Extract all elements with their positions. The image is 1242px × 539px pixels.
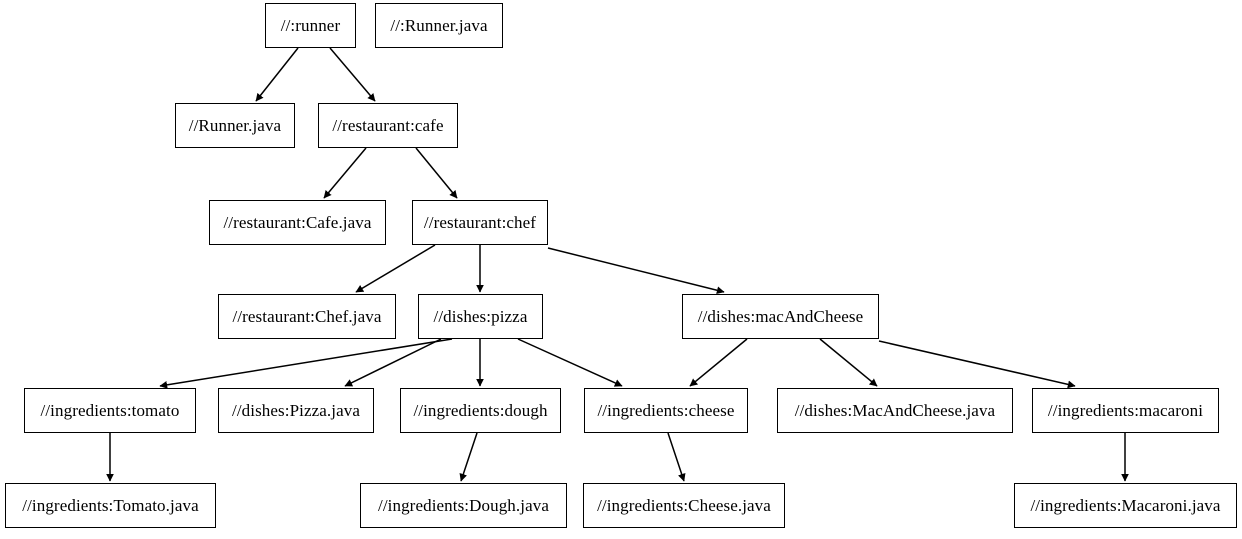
graph-node-label: //:runner [280,16,341,35]
graph-node-label: //:Runner.java [390,16,488,35]
graph-edge-restaurant_cafe-to-cafe_java [323,147,367,199]
graph-node-label: //restaurant:chef [423,213,537,232]
graph-node-cheese_java[interactable]: //ingredients:Cheese.java [583,483,785,528]
graph-edge-runner-to-runner_java [255,47,299,102]
graph-node-label: //dishes:Pizza.java [232,401,360,420]
graph-node-cafe_java[interactable]: //restaurant:Cafe.java [209,200,386,245]
graph-node-label: //dishes:macAndCheese [697,307,864,326]
graph-edge-dishes_mac-to-mac_java [819,338,878,387]
graph-node-label: //ingredients:Macaroni.java [1030,496,1221,515]
graph-node-label: //dishes:MacAndCheese.java [794,401,996,420]
graph-edge-dishes_pizza-to-ing_tomato [159,338,453,389]
edge-group [106,47,1129,482]
graph-node-runner[interactable]: //:runner [265,3,356,48]
graph-node-label: //ingredients:Tomato.java [22,496,199,515]
graph-edge-dishes_mac-to-ing_cheese [689,338,748,387]
graph-node-label: //ingredients:Cheese.java [597,496,771,515]
graph-node-ing_macaroni[interactable]: //ingredients:macaroni [1032,388,1219,433]
graph-node-macaroni_java[interactable]: //ingredients:Macaroni.java [1014,483,1237,528]
graph-node-label: //ingredients:dough [413,401,548,420]
graph-edge-dishes_pizza-to-pizza_java [344,338,442,387]
graph-edge-restaurant_chef-to-dishes_mac [547,247,725,295]
graph-node-label: //ingredients:tomato [40,401,180,420]
graph-edge-dishes_mac-to-ing_macaroni [878,340,1076,389]
graph-node-label: //ingredients:macaroni [1047,401,1204,420]
graph-node-ing_cheese[interactable]: //ingredients:cheese [584,388,748,433]
graph-node-dishes_mac[interactable]: //dishes:macAndCheese [682,294,879,339]
graph-node-label: //ingredients:cheese [597,401,735,420]
graph-node-ing_tomato[interactable]: //ingredients:tomato [24,388,196,433]
graph-node-label: //restaurant:Cafe.java [223,213,372,232]
graph-edge-runner-to-restaurant_cafe [329,47,376,102]
graph-node-runner_java[interactable]: //Runner.java [175,103,295,148]
graph-node-restaurant_cafe[interactable]: //restaurant:cafe [318,103,458,148]
graph-node-root_runner_java[interactable]: //:Runner.java [375,3,503,48]
graph-node-dishes_pizza[interactable]: //dishes:pizza [418,294,543,339]
graph-edge-ing_dough-to-dough_java [459,432,478,482]
graph-node-label: //restaurant:cafe [332,116,444,135]
graph-node-label: //dishes:pizza [433,307,528,326]
graph-node-restaurant_chef[interactable]: //restaurant:chef [412,200,548,245]
graph-node-chef_java[interactable]: //restaurant:Chef.java [218,294,396,339]
graph-node-label: //Runner.java [188,116,282,135]
graph-edge-ing_cheese-to-cheese_java [667,432,686,482]
graph-node-dough_java[interactable]: //ingredients:Dough.java [360,483,567,528]
graph-node-tomato_java[interactable]: //ingredients:Tomato.java [5,483,216,528]
graph-edge-restaurant_cafe-to-restaurant_chef [415,147,458,199]
graph-node-label: //restaurant:Chef.java [232,307,382,326]
graph-edge-dishes_pizza-to-ing_cheese [517,338,623,387]
graph-node-mac_java[interactable]: //dishes:MacAndCheese.java [777,388,1013,433]
graph-node-ing_dough[interactable]: //ingredients:dough [400,388,561,433]
graph-node-label: //ingredients:Dough.java [378,496,549,515]
graph-edge-restaurant_chef-to-chef_java [355,244,436,293]
graph-node-pizza_java[interactable]: //dishes:Pizza.java [218,388,374,433]
